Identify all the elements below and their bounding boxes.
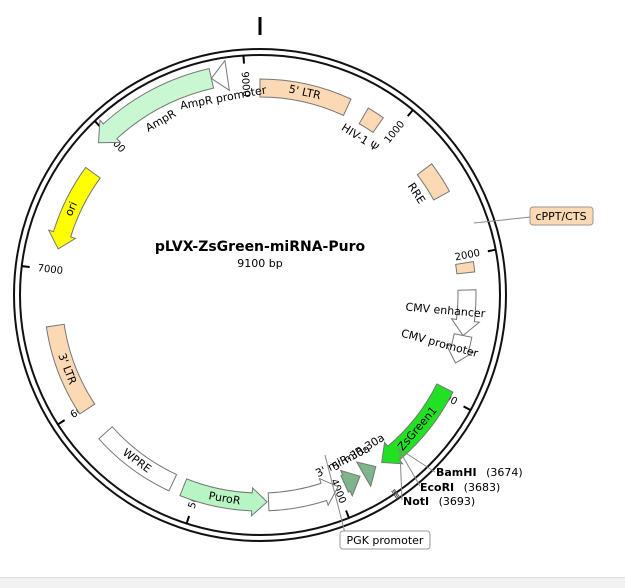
feature-mir5 [355, 461, 377, 488]
cppt-callout-label: cPPT/CTS [535, 210, 586, 223]
feature-5ltr [259, 78, 352, 117]
pgk-callout-label: PGK promoter [347, 534, 424, 547]
feature-mir3 [339, 469, 361, 498]
tick-mark [487, 248, 496, 253]
feature-zsgreen [381, 383, 454, 465]
tick-mark [463, 405, 472, 412]
backbone-inner [19, 54, 501, 536]
tick-label: 9000 [239, 71, 252, 97]
tick-mark [406, 109, 414, 117]
feature-ampprom [210, 59, 231, 92]
site-bamhi: BamHI (3674) [436, 466, 523, 479]
feature-ori [47, 166, 101, 250]
site-ecori: EcoRI (3683) [420, 481, 500, 494]
site-noti: NotI (3693) [403, 495, 475, 508]
cppt-callout-line [473, 216, 532, 224]
pgk-callout-box [339, 530, 431, 550]
plasmid-name: pLVX-ZsGreen-miRNA-Puro [155, 239, 366, 255]
restriction-sites: BamHI (3674) EcoRI (3683) NotI (3693) [397, 447, 523, 508]
site-mark [392, 489, 400, 499]
tick-label: 2000 [454, 248, 481, 264]
feature-label-ori: ori [62, 200, 80, 218]
footer-bar [0, 577, 625, 588]
feature-3ltr [45, 323, 96, 415]
feature-layer [45, 59, 481, 517]
tick-layer: 100020003000400050006000700080009000 [21, 55, 496, 524]
feature-wpre [98, 426, 178, 492]
feature-rre [416, 163, 451, 201]
feature-label-puror: PuroR [208, 489, 242, 507]
site-mark [391, 490, 398, 500]
site-mark [393, 488, 401, 498]
feature-cmvprom [445, 333, 475, 364]
tick-label: 7000 [37, 263, 64, 277]
cppt-callout-box [529, 206, 594, 226]
tick-mark [345, 510, 350, 519]
tick-mark [185, 515, 191, 524]
feature-hiv1 [358, 107, 385, 134]
tick-mark [57, 419, 66, 426]
feature-puror [179, 478, 268, 517]
plasmid-size: 9100 bp [237, 257, 282, 270]
feature-cppt [455, 261, 476, 275]
site-line-noti [399, 451, 403, 501]
site-line-bamhi [397, 447, 436, 473]
backbone-outer [13, 48, 507, 542]
tick-mark [242, 55, 245, 64]
tick-label: 1000 [383, 119, 408, 146]
feature-label-zsgreen: ZsGreen1 [395, 404, 440, 453]
feature-pgk [267, 477, 339, 512]
pgk-callout-line [324, 454, 346, 534]
feature-cmvenh [450, 289, 481, 337]
site-line-ecori [398, 449, 421, 487]
tick-mark [21, 265, 30, 269]
